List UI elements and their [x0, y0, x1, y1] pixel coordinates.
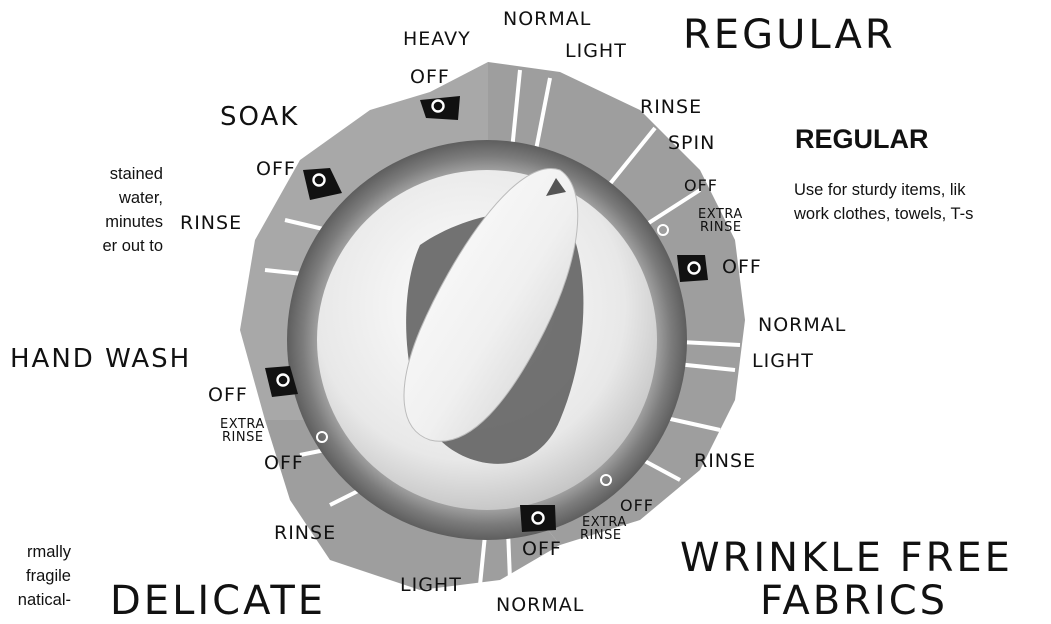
left-text-bottom-1: rmally [27, 540, 71, 564]
setting-light-top: LIGHT [565, 40, 627, 62]
setting-rinse-soak: RINSE [180, 212, 242, 234]
cycle-label-soak: SOAK [220, 102, 299, 132]
off-marker-wrinkle-free [520, 505, 556, 532]
setting-off-regular-end: OFF [722, 256, 762, 278]
setting-rinse-regular: RINSE [640, 96, 702, 118]
left-text-top-4: er out to [102, 234, 163, 258]
cycle-label-delicate: DELICATE [110, 578, 326, 624]
setting-normal-top: NORMAL [503, 8, 591, 30]
description-line-1: Use for sturdy items, lik [794, 178, 965, 202]
setting-light-wf: LIGHT [752, 350, 814, 372]
cycle-label-regular: REGULAR [683, 12, 896, 58]
cycle-label-wrinkle-free-line2: FABRICS [760, 578, 948, 624]
setting-extra-rinse-wf-2: RINSE [580, 529, 622, 542]
setting-extra-rinse-regular-2: RINSE [700, 221, 742, 234]
left-text-bottom-3: natical- [18, 588, 71, 612]
setting-heavy: HEAVY [403, 28, 471, 50]
setting-off-soak: OFF [256, 158, 296, 180]
setting-normal-wf: NORMAL [758, 314, 846, 336]
setting-off-regular-small: OFF [684, 176, 718, 195]
description-title: REGULAR [795, 124, 929, 155]
setting-off-top: OFF [410, 66, 450, 88]
left-text-top-3: minutes [105, 210, 163, 234]
setting-off-delicate-small: OFF [208, 384, 248, 406]
setting-off-wf-end: OFF [522, 538, 562, 560]
cycle-label-hand-wash: HAND WASH [10, 344, 191, 374]
off-marker-regular [677, 255, 708, 282]
setting-off-delicate-end: OFF [264, 452, 304, 474]
left-text-top-1: stained [110, 162, 163, 186]
left-text-bottom-2: fragile [26, 564, 71, 588]
off-marker-top [420, 96, 460, 120]
setting-rinse-delicate: RINSE [274, 522, 336, 544]
setting-spin-regular: SPIN [668, 132, 715, 154]
setting-rinse-wf: RINSE [694, 450, 756, 472]
setting-normal-bottom: NORMAL [496, 594, 584, 616]
cycle-label-wrinkle-free-line1: WRINKLE FREE [680, 535, 1013, 581]
setting-light-bottom: LIGHT [400, 574, 462, 596]
description-line-2: work clothes, towels, T-s [794, 202, 973, 226]
setting-off-wf-small: OFF [620, 496, 654, 515]
left-text-top-2: water, [119, 186, 163, 210]
setting-extra-rinse-delicate-2: RINSE [222, 431, 264, 444]
